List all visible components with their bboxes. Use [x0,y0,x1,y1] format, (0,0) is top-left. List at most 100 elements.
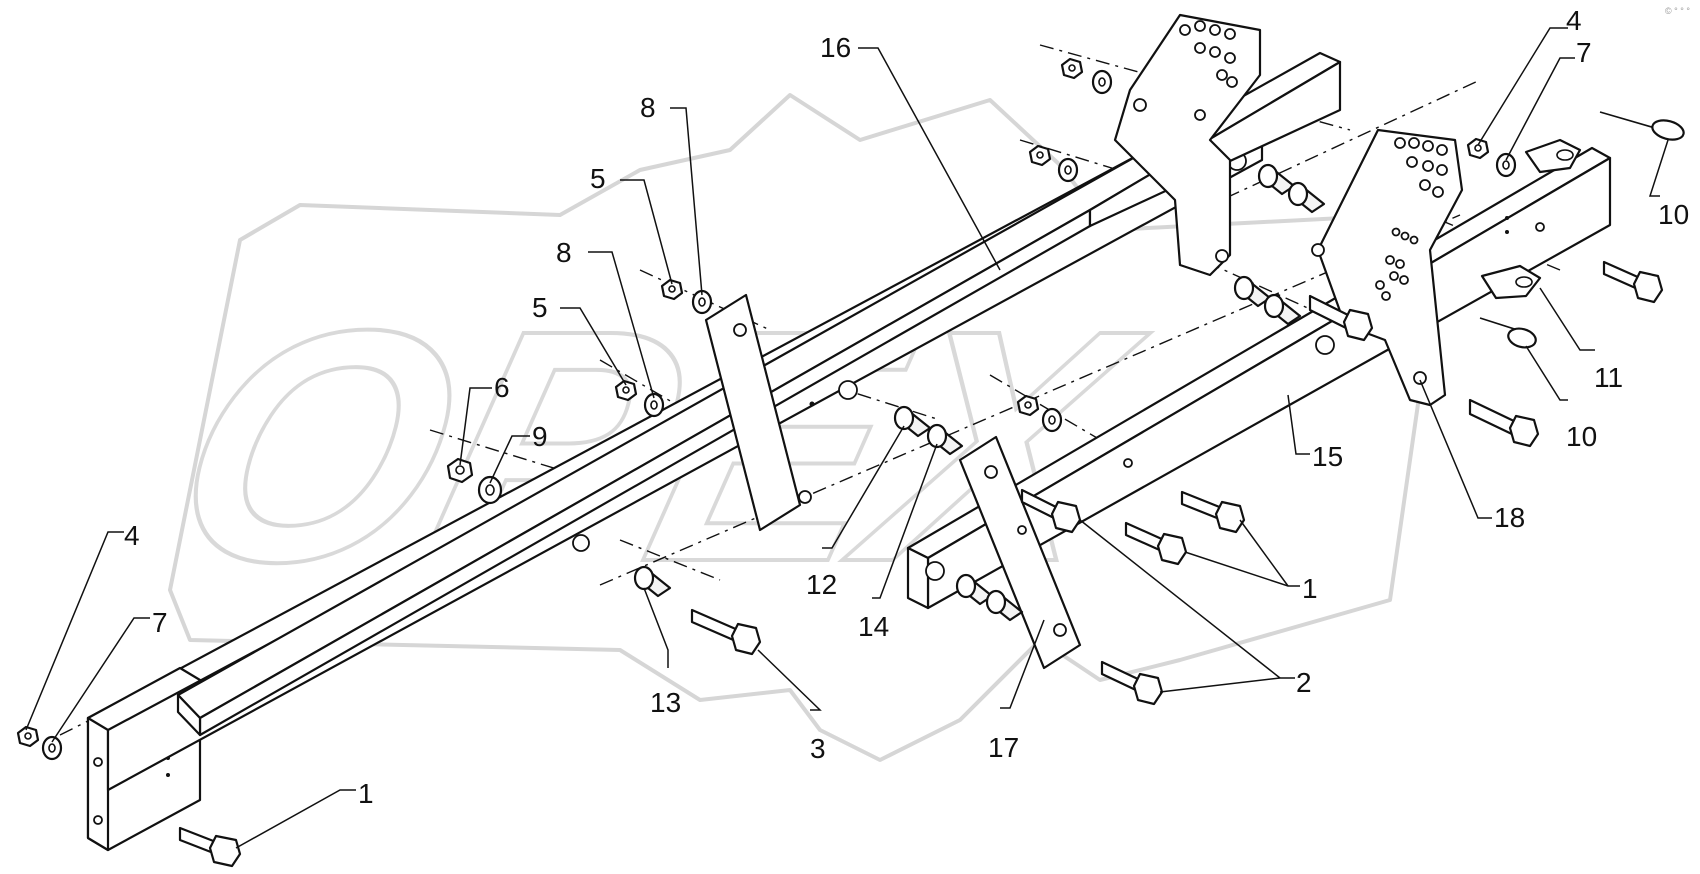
leader-5-upper [620,179,673,285]
callout-7-right: 7 [1576,37,1592,68]
bolt-2-lower [1100,660,1164,706]
callout-5-lower: 5 [532,292,548,323]
leader-lines [25,27,1669,849]
bolt-right-bottom [1468,398,1540,448]
beam-dot [1505,230,1509,234]
leader-7-left [51,617,150,743]
beam-dot [809,401,815,407]
callout-15: 15 [1312,441,1343,472]
leader-3 [757,649,822,711]
leader-9 [489,435,530,484]
leader-18 [1419,379,1492,519]
washer-9 [477,475,503,505]
callout-18: 18 [1494,502,1525,533]
washer-upper-top [1091,69,1113,95]
spacer-upper-b [1287,181,1326,214]
callout-8-upper: 8 [640,92,656,123]
bolt-1-a [1124,521,1188,566]
bracket-18-holes [1311,137,1448,385]
leader-11 [1539,287,1595,351]
callout-12: 12 [806,569,837,600]
beam-hole [572,534,590,552]
beam-hole [93,757,103,767]
spacer-12a [893,405,932,438]
callout-3: 3 [810,733,826,764]
callout-17: 17 [988,732,1019,763]
lower-beam-end [906,546,930,610]
callout-5-upper: 5 [590,163,606,194]
axis-line-spacer-13 [619,539,721,581]
leader-4-right [1477,27,1568,146]
leader-2-b [1079,519,1281,679]
bolt-1-left [178,826,242,868]
callout-16: 16 [820,32,851,63]
callout-11: 11 [1594,362,1623,393]
lower-beam-15 [906,146,1612,610]
axis-line-spacer-12 [829,384,941,421]
spacers [633,163,1326,622]
leader-12 [822,425,905,549]
beam-dot [1505,216,1509,220]
plate-8-upper-body [704,293,802,532]
leader-2-a [1159,677,1295,693]
beam-dot [166,773,170,777]
nut-4-left [16,725,40,748]
axis-line-pin-upper [1199,79,1481,211]
pin-10-upper [1599,111,1685,141]
nut-6 [446,457,474,484]
plate-hole [733,323,747,337]
leader-8-upper [670,107,703,296]
pin-11-lower [1480,264,1542,300]
bolt-2-upper [1020,488,1082,534]
axis-line-nut-6 [429,429,561,471]
leader-13 [643,587,669,668]
leader-14 [872,443,938,599]
leader-8-lower [588,251,655,399]
bolt-1-b [1180,490,1246,534]
upper-bar-end [176,693,202,737]
leader-4-left [25,531,124,731]
washer-7-right [1495,152,1517,178]
spacer-14 [926,423,964,456]
leader-6 [459,387,492,466]
callout-9: 9 [532,421,548,452]
callout-labels: 16 4 7 8 5 8 5 6 9 10 11 10 15 18 1 2 12… [124,5,1689,809]
fasteners-bolts [178,260,1664,868]
beam-hole [93,815,103,825]
plate-hole [984,465,998,479]
beam-hole [1535,222,1545,232]
leader-1-right-a [1184,551,1300,587]
bolt-mid-18 [1308,294,1374,342]
plate-17-body [958,435,1082,670]
leader-1-right-b [1239,519,1289,587]
nut-4-right [1466,137,1490,160]
plate-hole [1017,525,1027,535]
washer-8b [643,392,665,418]
leader-15 [1287,394,1310,455]
callout-1-right: 1 [1302,573,1318,604]
washer-8a [691,289,713,315]
beam-hole [1123,458,1133,468]
beam-hole [838,380,858,400]
leader-17 [1000,619,1045,709]
callout-4-left: 4 [124,520,140,551]
main-beam-left-end-face [86,716,110,852]
callout-10-upper: 10 [1658,199,1689,230]
callout-13: 13 [650,687,681,718]
callout-8-lower: 8 [556,237,572,268]
nut-upper-mid [1028,144,1052,167]
washer-7-left [41,735,63,761]
leader-16 [858,47,1001,271]
beam-hole [1315,335,1335,355]
leader-1-left [235,789,356,849]
spacer-low-b [985,589,1024,622]
nut-lower-mid [1016,394,1040,417]
nut-upper-top [1060,57,1084,80]
plate-8-upper [704,293,812,532]
leader-10-upper [1648,139,1669,197]
bolt-right-top [1602,260,1664,304]
bracket-18 [1311,128,1464,407]
bracket-upper-holes [1133,20,1238,263]
bolt-3 [690,608,762,656]
plate-hole [798,490,812,504]
